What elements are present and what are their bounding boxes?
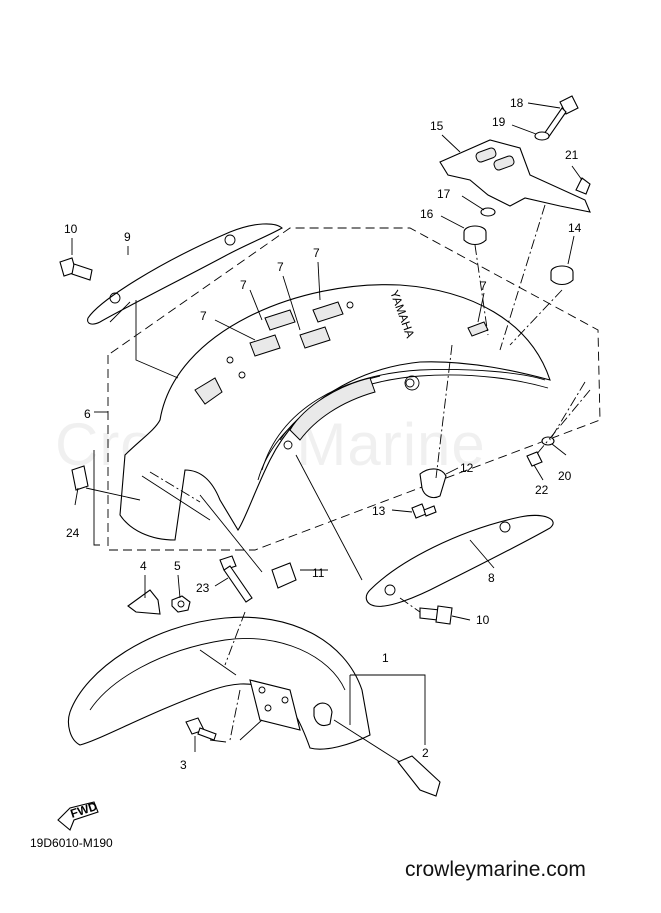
- callout-7a: 7: [313, 246, 320, 260]
- callout-17: 17: [437, 187, 451, 201]
- website-label: crowleymarine.com: [405, 858, 586, 881]
- left-rail[interactable]: [87, 223, 283, 325]
- decal-patch: [249, 334, 281, 357]
- bolt-3[interactable]: [185, 717, 217, 741]
- decal-patch: [264, 309, 296, 331]
- callout-10b: 10: [476, 613, 490, 627]
- callout-2: 2: [422, 746, 429, 760]
- bracket-4[interactable]: [127, 589, 161, 615]
- callout-21: 21: [565, 148, 579, 162]
- callout-4: 4: [140, 559, 147, 573]
- decal-patch: [299, 326, 331, 349]
- tail-bracket[interactable]: [439, 139, 591, 213]
- callout-14: 14: [568, 221, 582, 235]
- right-rail[interactable]: [365, 514, 554, 607]
- bolt-18[interactable]: [543, 95, 579, 139]
- callout-7d: 7: [200, 309, 207, 323]
- callout-15: 15: [430, 119, 444, 133]
- washer-20[interactable]: [541, 436, 555, 446]
- diagram-reference-code: 19D6010-M190: [30, 836, 113, 850]
- callout-12: 12: [460, 461, 474, 475]
- grommet-16[interactable]: [463, 225, 487, 246]
- screw-23[interactable]: [219, 555, 253, 603]
- bolt-top-left[interactable]: [59, 257, 93, 281]
- rear-fender[interactable]: [119, 284, 551, 541]
- fwd-arrow-icon: FWD: [57, 799, 100, 831]
- grommet-14[interactable]: [550, 265, 574, 286]
- fwd-label: FWD: [69, 799, 100, 821]
- bolt-right[interactable]: [419, 605, 453, 625]
- screw-13[interactable]: [411, 503, 437, 519]
- callout-5: 5: [174, 559, 181, 573]
- washer-19[interactable]: [534, 131, 550, 141]
- cap-21[interactable]: [575, 177, 591, 195]
- callout-23: 23: [196, 581, 210, 595]
- nut-5[interactable]: [171, 595, 191, 613]
- callout-7c: 7: [240, 278, 247, 292]
- callout-1: 1: [382, 651, 389, 665]
- callout-24: 24: [66, 526, 80, 540]
- fender-stay-2[interactable]: [397, 755, 441, 797]
- collar-17[interactable]: [480, 207, 496, 217]
- callout-8: 8: [488, 571, 495, 585]
- callout-18: 18: [510, 96, 524, 110]
- callout-10a: 10: [64, 222, 78, 236]
- callout-7b: 7: [277, 260, 284, 274]
- decal-patch: [467, 321, 489, 337]
- callout-22: 22: [535, 483, 549, 497]
- callout-3: 3: [180, 758, 187, 772]
- callout-19: 19: [492, 115, 506, 129]
- nut-22[interactable]: [526, 451, 543, 467]
- decal-patch: [312, 301, 344, 323]
- leader: [93, 450, 100, 546]
- callout-6: 6: [84, 407, 91, 421]
- callout-9: 9: [124, 230, 131, 244]
- callout-13: 13: [372, 504, 386, 518]
- front-fender[interactable]: [67, 616, 371, 750]
- callout-11: 11: [312, 566, 325, 580]
- callout-16: 16: [420, 207, 434, 221]
- callout-7e: 7: [480, 279, 487, 293]
- assembly-boundary: [107, 227, 601, 551]
- clamp-12[interactable]: [419, 468, 447, 499]
- pad-11[interactable]: [271, 562, 297, 589]
- callout-20: 20: [558, 469, 572, 483]
- clip-24[interactable]: [71, 465, 89, 491]
